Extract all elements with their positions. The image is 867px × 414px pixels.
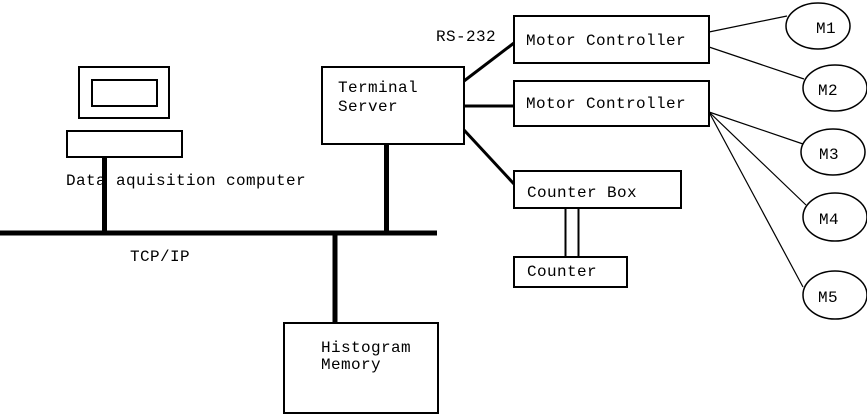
computer-label: Data aquisition computer xyxy=(66,172,306,190)
mc2-to-m4-line xyxy=(708,111,807,206)
motor-controller-2-box xyxy=(513,80,710,127)
mc1-to-m1-line xyxy=(708,15,788,33)
histogram-memory-label-line2: Memory xyxy=(321,356,381,374)
ts-to-counter-box-line xyxy=(462,128,516,186)
serial-label: RS-232 xyxy=(436,28,496,46)
mc2-to-m5-line xyxy=(708,111,804,288)
motor-m2-ellipse xyxy=(802,64,867,112)
mc2-to-m3-line xyxy=(708,111,804,145)
motor-m4-ellipse xyxy=(802,192,867,242)
counter-label: Counter xyxy=(527,263,597,281)
histogram-memory-label-line1: Histogram xyxy=(321,339,411,357)
motor-m1-ellipse xyxy=(785,2,851,50)
motor-node-m1: M1 xyxy=(785,2,851,50)
motor-m4-label: M4 xyxy=(819,211,839,229)
bus-label: TCP/IP xyxy=(130,248,190,266)
motor-m3-ellipse xyxy=(800,128,866,176)
motor-node-m4: M4 xyxy=(802,192,867,242)
motor-node-m5: M5 xyxy=(802,270,867,320)
motor-m5-ellipse xyxy=(802,270,867,320)
histogram-memory-box xyxy=(283,322,439,414)
counter-box-box xyxy=(513,170,682,209)
motor-node-m2: M2 xyxy=(802,64,867,112)
terminal-server-label-line2: Server xyxy=(338,98,398,116)
monitor-screen xyxy=(91,79,158,107)
motor-m1-label: M1 xyxy=(816,20,836,38)
motor-m2-label: M2 xyxy=(818,82,838,100)
computer-icon xyxy=(66,66,183,231)
keyboard-outline xyxy=(66,130,183,158)
motor-m5-label: M5 xyxy=(818,289,838,307)
motor-controller-1-label: Motor Controller xyxy=(526,32,686,50)
mc1-to-m2-line xyxy=(708,46,805,80)
monitor-outline xyxy=(78,66,170,119)
ts-to-motor-controller-1-line xyxy=(463,41,515,83)
terminal-server-label-line1: Terminal xyxy=(338,79,418,97)
counter-box-label: Counter Box xyxy=(527,184,637,202)
motor-node-m3: M3 xyxy=(800,128,866,176)
motor-m3-label: M3 xyxy=(819,146,839,164)
motor-controller-1-box xyxy=(513,15,710,64)
counter-box xyxy=(513,256,628,288)
motor-controller-2-label: Motor Controller xyxy=(526,95,686,113)
